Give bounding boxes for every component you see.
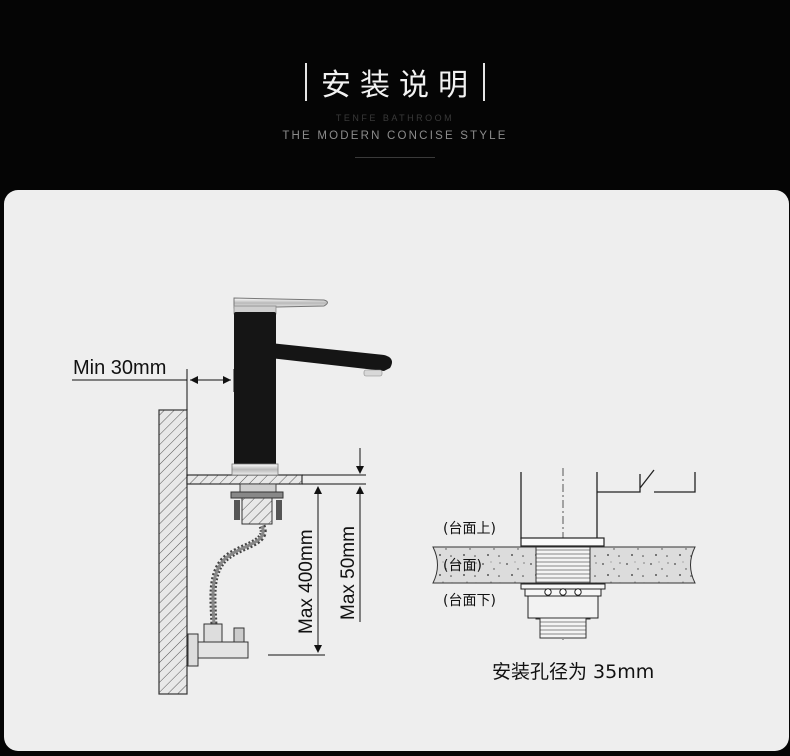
title-bar-right: [483, 63, 485, 101]
max-thickness-label: Max 50mm: [338, 526, 359, 620]
slogan-text: THE MODERN CONCISE STYLE: [282, 130, 508, 142]
counter-label: (台面): [443, 558, 482, 574]
max-hose-dimension: [268, 483, 366, 656]
above-counter-label: (台面上): [443, 521, 496, 537]
countertop-section: [186, 474, 303, 485]
max-hose-label: Max 400mm: [296, 529, 317, 634]
slogan-underline: [355, 157, 435, 158]
faucet-body: [231, 297, 392, 476]
under-mount-fixings: [230, 483, 284, 525]
threaded-shank: [520, 546, 606, 639]
below-counter-label: (台面下): [443, 593, 496, 609]
hole-diameter-label: 安装孔径为 35mm: [492, 661, 654, 683]
min-gap-label: Min 30mm: [73, 357, 166, 379]
brand-text: TENFE BATHROOM: [335, 113, 455, 123]
diagram-panel: [4, 190, 789, 751]
page-title: 安装说明: [321, 68, 477, 103]
max-thickness-dimension: [302, 448, 366, 622]
title-group: 安装说明: [0, 60, 790, 104]
title-bar-left: [305, 63, 307, 101]
supply-hose: [209, 524, 267, 627]
angle-valve: [187, 623, 249, 667]
header: 安装说明 TENFE BATHROOM THE MODERN CONCISE S…: [0, 0, 790, 190]
min-gap-dimension: [72, 369, 235, 410]
wall-section: [158, 409, 188, 695]
